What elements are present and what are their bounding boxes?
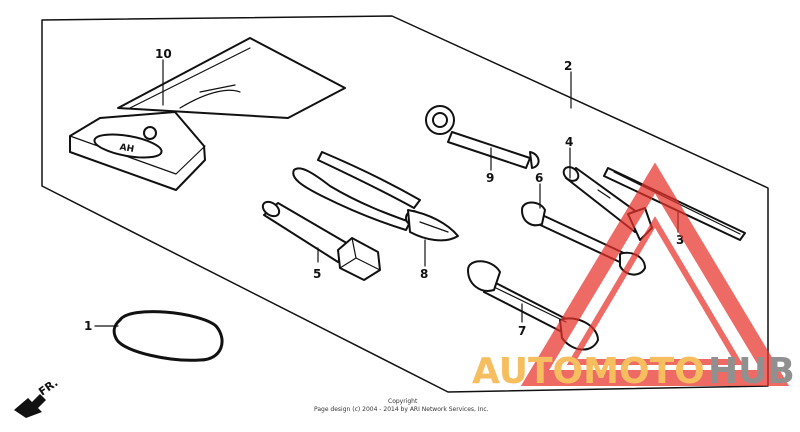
tool-pouch-part xyxy=(69,37,346,191)
spark-plug-wrench-part xyxy=(261,200,381,281)
pliers-part xyxy=(292,151,459,242)
copyright-line-1: Copyright xyxy=(388,398,418,405)
ring-wrench-part xyxy=(425,105,540,169)
callout-9: 9 xyxy=(486,171,494,185)
callout-4: 4 xyxy=(565,135,573,149)
callout-5: 5 xyxy=(313,267,321,281)
watermark-logo: AUTOMOTO HUB xyxy=(472,162,795,392)
front-direction-arrow-icon xyxy=(14,394,46,418)
callout-8: 8 xyxy=(420,267,428,281)
watermark-text-gray: HUB xyxy=(708,351,795,392)
copyright-line-2: Page design (c) 2004 - 2014 by ARI Netwo… xyxy=(314,406,489,413)
callout-1: 1 xyxy=(84,319,92,333)
watermark-text-orange: AUTOMOTO xyxy=(472,351,705,392)
leader-lines xyxy=(94,59,679,327)
callout-2: 2 xyxy=(564,59,572,73)
callout-6: 6 xyxy=(535,171,543,185)
callout-7: 7 xyxy=(518,324,526,338)
o-ring-part xyxy=(112,310,224,362)
callout-3: 3 xyxy=(676,233,684,247)
pouch-logo: AH xyxy=(119,143,135,155)
callout-10: 10 xyxy=(155,47,172,61)
